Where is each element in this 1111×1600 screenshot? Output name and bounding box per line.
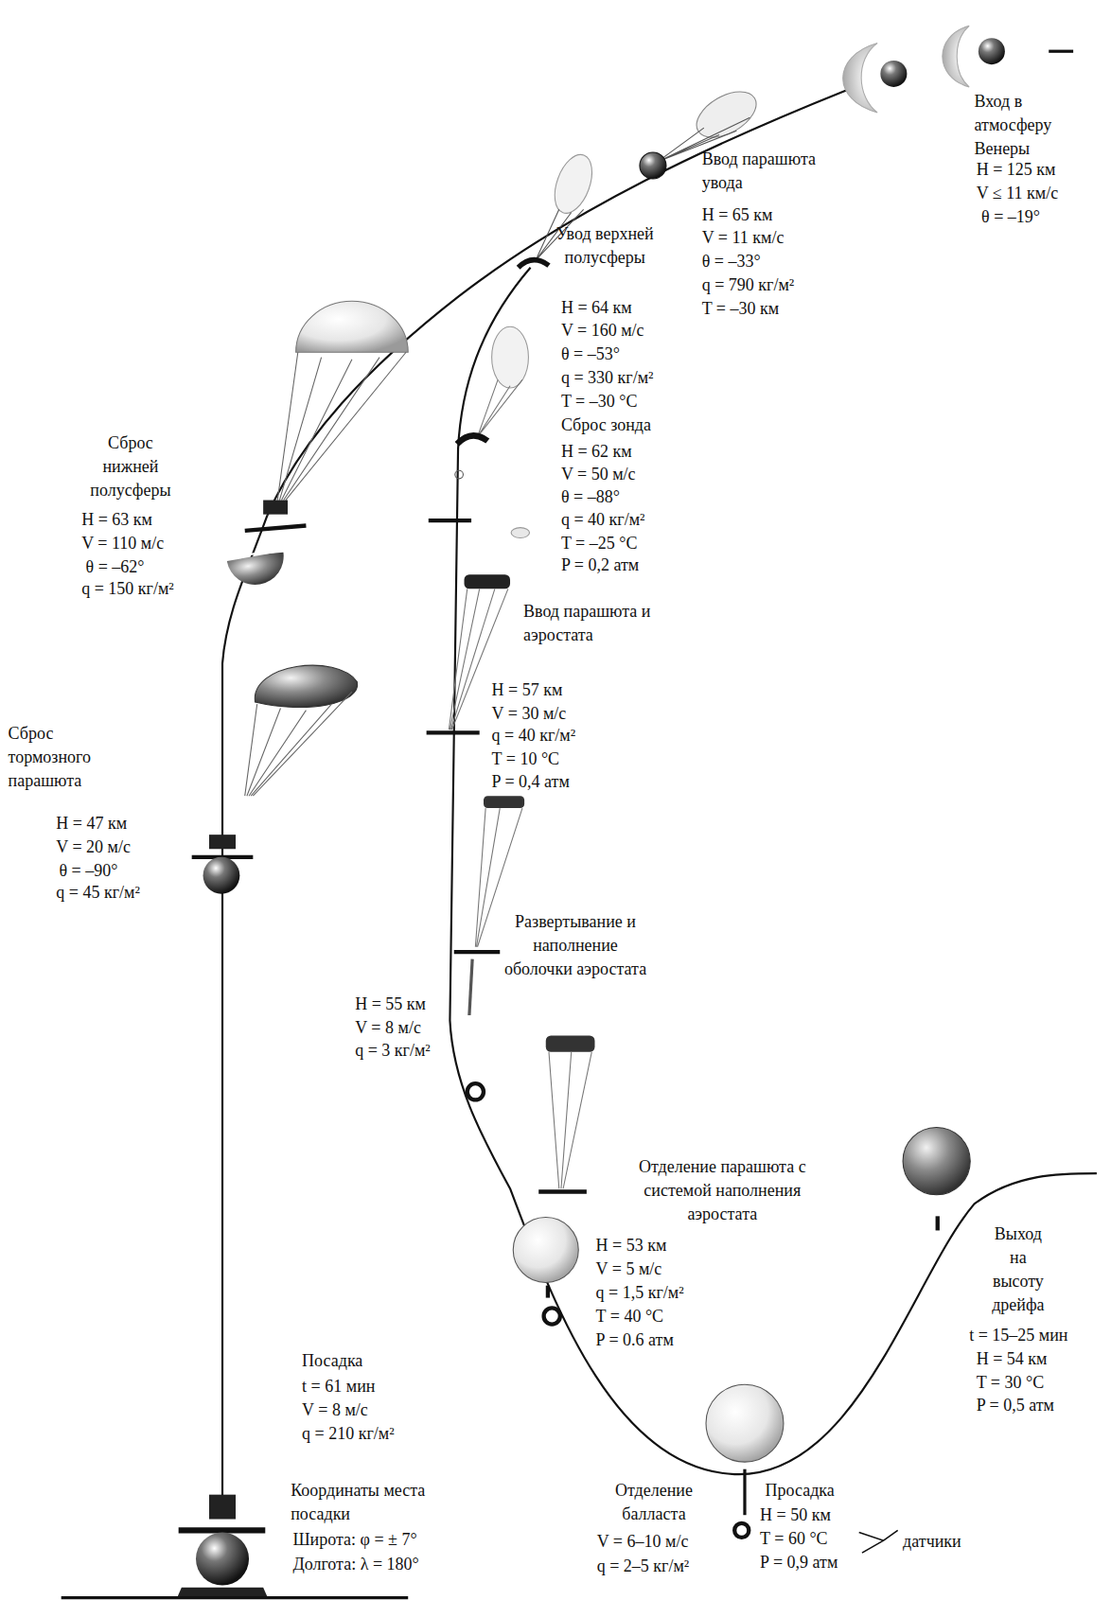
annotation-label: Вход в атмосферу Венеры [974, 89, 1074, 161]
annotation-label: H = 64 км [561, 296, 633, 320]
annotation-label: θ = –53° [561, 342, 620, 367]
annotation-label: V = 11 км/с [702, 226, 785, 250]
sensor-bracket [859, 1530, 899, 1553]
annotation-label: T = 60 °C [759, 1527, 829, 1552]
annotation-label: P = 0.6 атм [596, 1328, 674, 1353]
annotation-label: V = 50 м/с [561, 462, 636, 487]
braking-parachute [192, 665, 358, 894]
annotation-label: V = 5 м/с [596, 1257, 663, 1282]
annotation-label: Ввод парашюта и аэростата [523, 599, 703, 648]
annotation-label: T = –30 км [702, 297, 779, 321]
annotation-label: θ = –62° [86, 555, 145, 580]
annotation-label: Сброс зонда [561, 413, 652, 438]
annotation-label: T = –30 °C [561, 389, 638, 414]
annotation-label: V = 8 м/с [354, 1016, 422, 1041]
annotation-label: q = 150 кг/м² [81, 577, 175, 601]
annotation-label: θ = –33° [702, 249, 761, 274]
annotation-label: Ввод парашюта увода [702, 147, 856, 195]
annotation-label: V ≤ 11 км/с [976, 181, 1059, 206]
annotation-label: q = 1,5 кг/м² [596, 1281, 685, 1305]
entry-capsule [843, 25, 1074, 113]
annotation-label: H = 125 км [976, 158, 1057, 182]
annotation-label: H = 63 км [81, 508, 153, 532]
annotation-label: датчики [902, 1530, 962, 1554]
annotation-label: Координаты места посадки [290, 1479, 434, 1527]
annotation-label: t = 15–25 мин [969, 1323, 1068, 1348]
annotation-label: H = 50 км [759, 1503, 831, 1528]
annotation-label: q = 790 кг/м² [702, 273, 795, 298]
drift-balloon [902, 1128, 970, 1232]
annotation-label: θ = –88° [561, 485, 620, 510]
annotation-label: H = 54 км [976, 1347, 1048, 1372]
annotation-label: T = 40 °C [596, 1304, 665, 1329]
annotation-label: P = 0,4 атм [492, 770, 570, 794]
annotation-label: Увод верхней полусферы [556, 222, 655, 270]
annotation-label: q = 210 кг/м² [301, 1422, 395, 1447]
annotation-label: Сброс тормозного парашюта [8, 722, 122, 794]
annotation-label: T = –25 °C [561, 531, 638, 556]
annotation-label: H = 55 км [354, 992, 426, 1017]
annotation-label: Сброс нижней полусферы [81, 431, 180, 503]
annotation-label: P = 0,9 атм [759, 1551, 838, 1575]
annotation-label: t = 61 мин [301, 1375, 375, 1399]
annotation-label: V = 8 м/с [301, 1398, 369, 1423]
trajectory [222, 89, 1097, 1511]
annotation-label: T = 30 °C [976, 1371, 1045, 1395]
annotation-label: Просадка [765, 1479, 835, 1503]
annotation-label: q = 40 кг/м² [492, 723, 577, 748]
annotation-label: H = 53 км [596, 1234, 668, 1258]
annotation-label: V = 6–10 м/с [597, 1530, 689, 1554]
main-parachute [226, 300, 408, 589]
annotation-label: P = 0,5 атм [976, 1393, 1055, 1418]
annotation-label: q = 3 кг/м² [354, 1039, 431, 1063]
annotation-label: H = 47 км [55, 811, 127, 836]
annotation-label: H = 62 км [561, 440, 633, 464]
annotation-label: q = 2–5 кг/м² [597, 1554, 690, 1579]
probe-release [428, 326, 530, 538]
annotation-label: V = 20 м/с [55, 835, 131, 860]
annotation-label: Долгота: λ = 180° [292, 1552, 419, 1577]
annotation-label: θ = –19° [981, 205, 1041, 230]
annotation-label: Отделение парашюта с системой наполнения… [620, 1155, 826, 1227]
annotation-label: q = 40 кг/м² [561, 508, 646, 532]
annotation-label: q = 330 кг/м² [561, 366, 654, 390]
annotation-label: P = 0,2 атм [561, 553, 639, 578]
annotation-label: Развертывание и наполнение оболочки аэро… [504, 910, 648, 982]
annotation-label: V = 110 м/с [81, 531, 164, 556]
annotation-label: H = 57 км [492, 678, 564, 703]
annotation-label: Посадка [301, 1349, 363, 1374]
annotation-label: T = 10 °C [492, 747, 561, 772]
annotation-label: Широта: φ = ± 7° [292, 1528, 417, 1552]
balloon-parachute [426, 574, 525, 1100]
annotation-label: V = 160 м/с [561, 318, 645, 343]
separated-parachute [512, 1036, 595, 1325]
annotation-label: Отделение балласта [598, 1479, 711, 1527]
annotation-label: Выход на высоту дрейфа [984, 1222, 1052, 1318]
annotation-label: H = 65 км [702, 203, 774, 228]
annotation-label: q = 45 кг/м² [55, 881, 141, 905]
annotation-label: V = 30 м/с [492, 702, 567, 726]
annotation-label: θ = –90° [59, 859, 119, 883]
